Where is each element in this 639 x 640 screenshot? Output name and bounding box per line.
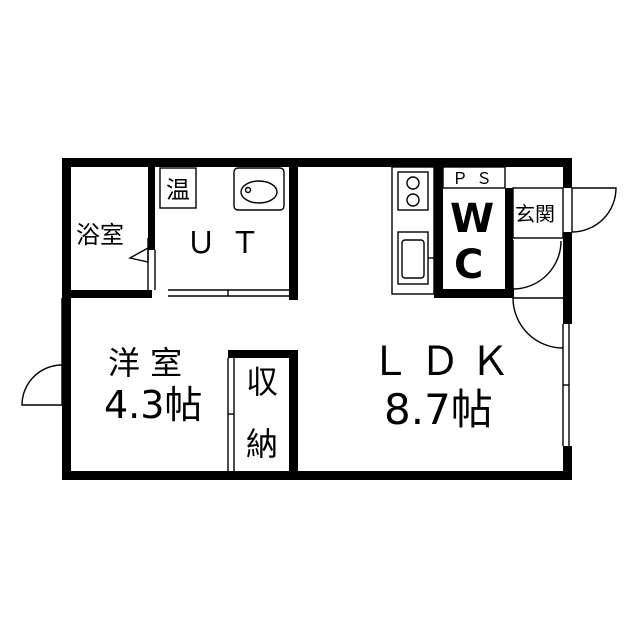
toilet-label-w: W xyxy=(450,196,494,242)
kitchen-counter xyxy=(391,166,435,295)
closet-doors xyxy=(227,358,235,471)
storage-label-bottom: 納 xyxy=(246,425,278,463)
water-heater-box xyxy=(159,167,197,209)
bathroom-label: 浴室 xyxy=(76,221,124,249)
ldk-label: ＬＤＫ xyxy=(370,339,520,385)
wc-door xyxy=(512,240,562,290)
ldk-area: 8.7帖 xyxy=(384,385,493,434)
toilet-label-c: C xyxy=(454,242,483,288)
ldk-window xyxy=(562,324,570,446)
water-heater-label: 温 xyxy=(166,176,190,204)
entrance-label: 玄関 xyxy=(515,202,555,226)
hall-door xyxy=(512,297,564,349)
western-room-label: 洋 室 xyxy=(108,344,182,382)
ut-sliding-door xyxy=(168,289,289,297)
entrance-area xyxy=(512,187,617,239)
washbasin-icon xyxy=(233,167,285,211)
utility-label: ＵＴ xyxy=(186,226,274,261)
walls xyxy=(62,158,572,480)
western-room-door xyxy=(21,298,69,406)
storage-label-top: 収 xyxy=(246,363,278,401)
western-room-area: 4.3帖 xyxy=(104,383,202,427)
pipe-space-box xyxy=(442,166,506,189)
bath-door xyxy=(128,238,149,290)
pipe-space-label: ＰＳ xyxy=(452,169,500,188)
